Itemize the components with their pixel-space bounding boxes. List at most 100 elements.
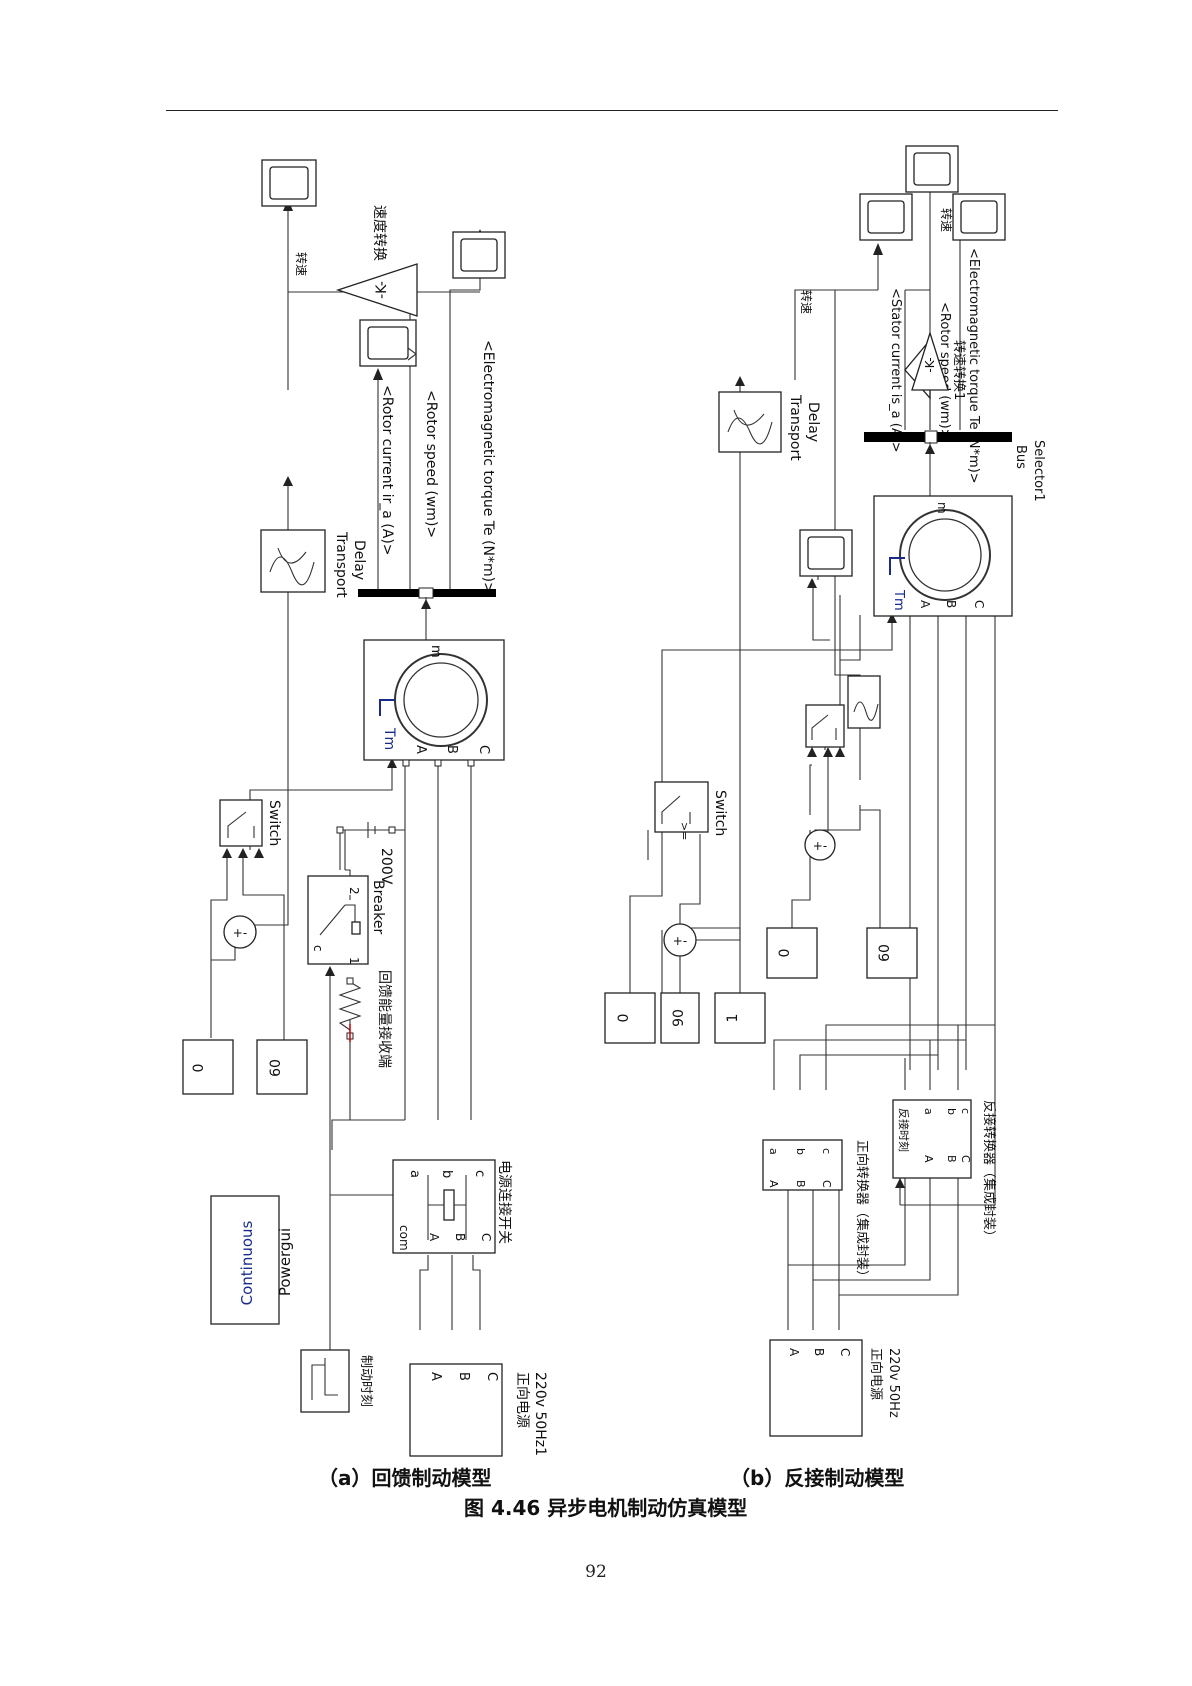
constant-60-b[interactable]: 60 xyxy=(866,927,918,979)
scope-4-b[interactable] xyxy=(799,529,853,577)
reverse-converter-label: 反接转换器（集成封装） xyxy=(981,1100,997,1243)
scope-3-b[interactable] xyxy=(952,193,1006,241)
powergui-block[interactable] xyxy=(210,1195,280,1325)
breaker-a[interactable] xyxy=(307,875,369,965)
svg-text:A: A xyxy=(767,1180,780,1188)
induction-motor-b[interactable] xyxy=(873,495,1013,617)
speed-conv-label-b: 转速转换1 xyxy=(951,340,966,400)
signal-stator: <Stator current is_a (A)> xyxy=(888,288,903,453)
svg-text:+-: +- xyxy=(813,839,827,853)
svg-text:Bus: Bus xyxy=(1013,445,1028,469)
svg-text:A: A xyxy=(922,1155,935,1163)
svg-text:Selector1: Selector1 xyxy=(1031,440,1046,502)
svg-text:C: C xyxy=(484,1372,499,1381)
switch-inner-b[interactable] xyxy=(805,704,845,748)
panel-b-diagram: 转速 转速 <Stator current is_a (A)> <Rotor s… xyxy=(604,145,1046,1437)
header-rule xyxy=(166,110,1058,111)
scope-1-b[interactable] xyxy=(905,145,959,193)
resistor-label: 回馈能量接收端 xyxy=(376,970,393,1068)
bus-selector-b[interactable] xyxy=(864,432,1012,442)
motor-port-b: B xyxy=(444,745,459,754)
switch-block-b[interactable] xyxy=(654,781,709,833)
induction-motor-a[interactable] xyxy=(363,639,505,761)
svg-text:Switch: Switch xyxy=(712,790,728,836)
svg-text:+-: +- xyxy=(233,926,247,940)
constant-0-top-b[interactable]: 0 xyxy=(604,992,656,1044)
reverse-converter-b[interactable] xyxy=(892,1099,972,1179)
forward-converter-b[interactable] xyxy=(762,1139,843,1191)
svg-text:C: C xyxy=(838,1348,852,1356)
step-brake-time-a[interactable] xyxy=(300,1349,350,1413)
svg-text:A: A xyxy=(918,600,932,609)
svg-text:B: B xyxy=(794,1180,807,1188)
breaker-1: 1 xyxy=(347,957,361,965)
svg-text:B: B xyxy=(944,600,958,608)
transport-delay-b[interactable] xyxy=(718,391,782,453)
delay-label-2: Delay xyxy=(351,540,367,580)
svg-text:b: b xyxy=(439,1170,454,1178)
caption-b: （b）反接制动模型 xyxy=(730,1466,905,1490)
svg-text:B: B xyxy=(812,1348,826,1356)
powergui-name: Powergui xyxy=(276,1228,294,1296)
svg-text:Delay: Delay xyxy=(805,402,821,442)
power-source-b[interactable] xyxy=(769,1339,863,1437)
sum-block-b1[interactable]: +- xyxy=(663,923,697,957)
forward-converter-label: 正向转换器（集成封装） xyxy=(854,1140,870,1283)
signal-rotor-speed: <Rotor speed (wm)> xyxy=(423,390,439,538)
scope-2-b[interactable] xyxy=(859,193,913,241)
svg-text:c: c xyxy=(959,1108,972,1114)
power-source-a[interactable] xyxy=(409,1363,503,1457)
svg-text:b: b xyxy=(945,1108,958,1115)
constant-60-a[interactable]: 60 xyxy=(256,1039,308,1095)
motor-m-label: m xyxy=(428,645,443,658)
motor-port-c: C xyxy=(476,745,491,754)
sum-block-a[interactable]: +- xyxy=(223,915,257,949)
svg-text:A: A xyxy=(787,1348,801,1357)
constant-0-a[interactable]: 0 xyxy=(182,1039,234,1095)
constant-1-b[interactable]: 1 xyxy=(714,992,766,1044)
svg-text:B: B xyxy=(456,1372,471,1381)
svg-text:1: 1 xyxy=(725,1014,741,1023)
signal-torque: <Electromagnetic torque Te (N*m)> xyxy=(480,340,496,594)
panel-a-diagram: -K- 速度转换 转速 <Rotor current ir_a (A)> <Ro… xyxy=(182,159,548,1457)
page-number: 92 xyxy=(585,1562,607,1582)
svg-text:转速: 转速 xyxy=(939,208,954,232)
svg-text:A: A xyxy=(427,1233,441,1242)
brake-time-label: 制动时刻 xyxy=(358,1355,373,1407)
svg-text:0: 0 xyxy=(616,1014,632,1023)
scope-current-a[interactable] xyxy=(359,319,417,367)
switch-connect-a[interactable] xyxy=(392,1159,496,1254)
svg-text:b: b xyxy=(794,1148,807,1155)
svg-text:60: 60 xyxy=(877,944,893,962)
scope-torque-a[interactable] xyxy=(452,231,506,279)
svg-text:a: a xyxy=(407,1170,422,1178)
svg-text:com: com xyxy=(397,1225,411,1251)
constant-90-b[interactable]: 90 xyxy=(660,992,700,1044)
reverse-time-label: 反接时刻 xyxy=(897,1108,911,1152)
transport-delay-a[interactable] xyxy=(260,529,326,593)
scope-speed-a[interactable] xyxy=(261,159,317,207)
speed-conv-label: 速度转换 xyxy=(371,205,388,261)
motor-port-a: A xyxy=(413,745,428,754)
resistor-a[interactable] xyxy=(338,977,362,1042)
svg-text:正向电源: 正向电源 xyxy=(868,1348,884,1400)
svg-text:C: C xyxy=(820,1180,833,1188)
svg-text:220v 50Hz: 220v 50Hz xyxy=(886,1348,901,1418)
svg-text:60: 60 xyxy=(268,1059,284,1077)
svg-text:C: C xyxy=(479,1233,493,1241)
speed-signal-label: 转速 xyxy=(294,252,309,276)
svg-text:a: a xyxy=(767,1148,780,1155)
svg-text:>=: >= xyxy=(678,822,691,840)
gain-block-a[interactable]: -K- xyxy=(335,263,418,317)
svg-text:-K-: -K- xyxy=(923,357,937,372)
gain-block-b[interactable]: -K- xyxy=(904,330,949,400)
constant-0-mid-b[interactable]: 0 xyxy=(766,927,818,979)
delay-inner-b[interactable] xyxy=(847,675,881,729)
svg-text:C: C xyxy=(959,1155,972,1163)
switch-block-a[interactable] xyxy=(219,799,263,847)
signal-rotor-current: <Rotor current ir_a (A)> xyxy=(379,385,395,556)
sum-block-b2[interactable]: +- xyxy=(804,829,836,861)
dc-source-a[interactable] xyxy=(336,822,396,838)
dc-label: 200V xyxy=(378,848,394,885)
svg-text:Tm: Tm xyxy=(891,589,906,611)
